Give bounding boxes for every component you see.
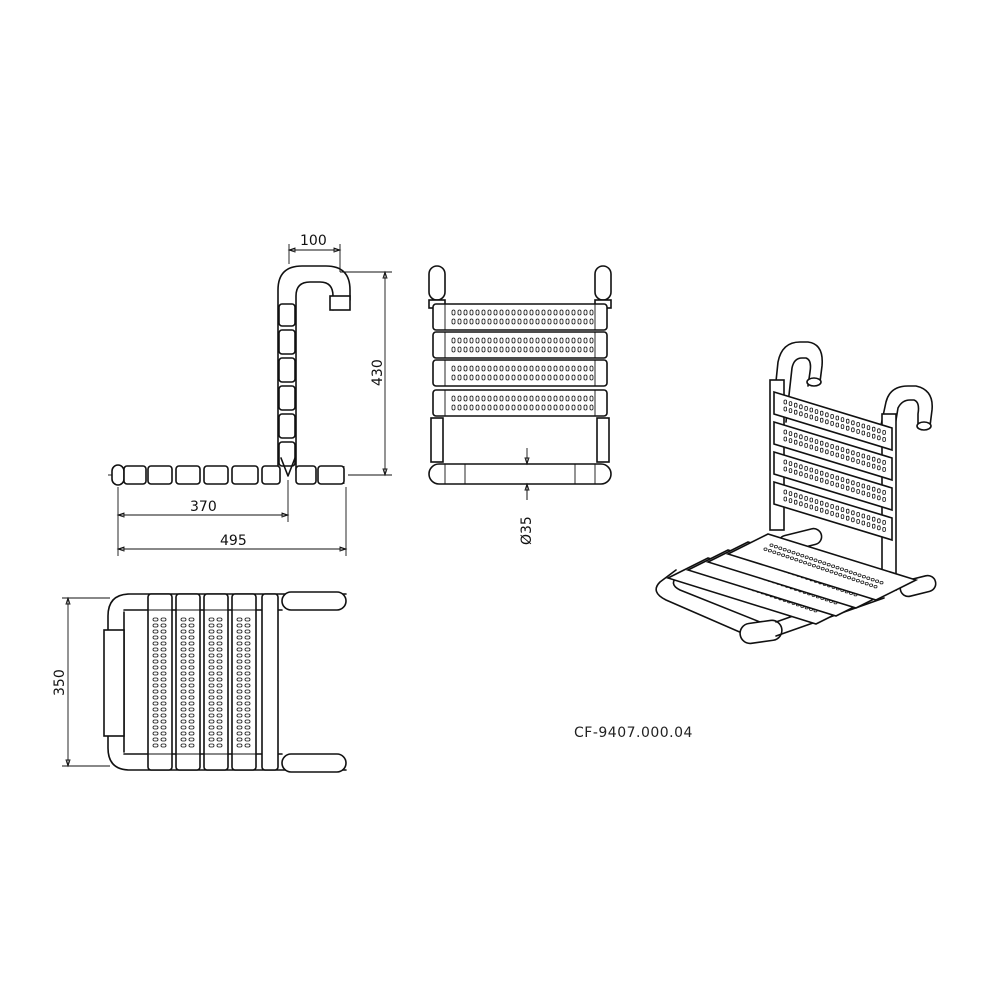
side-view: 100 430 370 495: [108, 233, 392, 556]
front-view: Ø35: [428, 265, 612, 545]
dim-495-label: 495: [220, 533, 247, 549]
product-code: CF-9407.000.04: [574, 725, 693, 741]
dim-diameter-label: Ø35: [519, 516, 535, 545]
front-slat: [432, 389, 608, 417]
plan-slat: [147, 593, 173, 771]
plan-slat: [231, 593, 257, 771]
front-slat: [432, 359, 608, 387]
iso-back-slat: [773, 420, 893, 482]
dim-370-label: 370: [190, 499, 217, 515]
iso-seat-slat: [725, 533, 919, 601]
iso-back-slat: [773, 450, 893, 512]
isometric-view: [655, 341, 937, 645]
plan-slat: [203, 593, 229, 771]
dim-430-label: 430: [370, 359, 386, 386]
front-slat: [432, 331, 608, 359]
dim-100-label: 100: [300, 233, 327, 249]
iso-back-slat: [773, 480, 893, 542]
plan-view: 350: [52, 591, 347, 773]
dim-350-label: 350: [52, 669, 68, 696]
plan-slat: [175, 593, 201, 771]
iso-back-slat: [773, 390, 893, 452]
front-slat: [432, 303, 608, 331]
